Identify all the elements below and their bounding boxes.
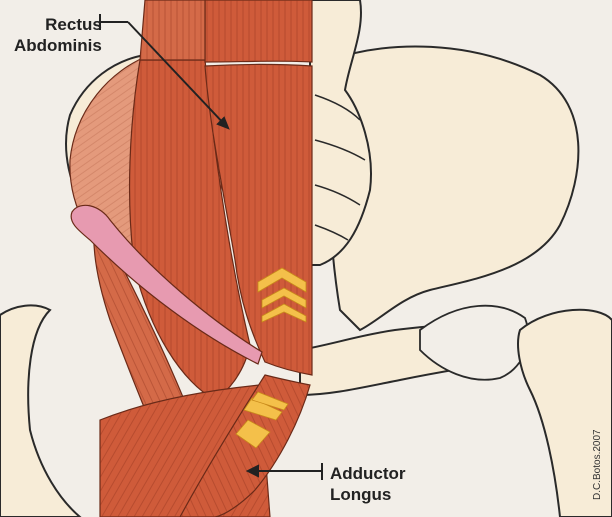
leader-line-adductor [245,463,323,480]
label-rectus-line2: Abdominis [14,36,102,55]
artist-credit: D.C.Botos.2007 [592,429,603,500]
iliac-wing-right [327,45,580,332]
label-rectus-line1: Rectus [45,15,102,34]
femur-right [517,308,612,517]
chevron-arrow-down-left-icon [235,391,289,449]
label-adductor-line1: Adductor [330,464,406,483]
label-adductor-longus: Adductor Longus [330,463,406,505]
label-adductor-line2: Longus [330,485,392,504]
inguinal-ligament [70,204,263,365]
sacral-lines [314,94,366,241]
leader-line-rectus [99,14,230,130]
sacrum [309,0,372,266]
chevron-arrow-up-icon [257,267,307,323]
label-rectus-abdominis: Rectus Abdominis [14,14,102,56]
femur-left [0,304,82,517]
